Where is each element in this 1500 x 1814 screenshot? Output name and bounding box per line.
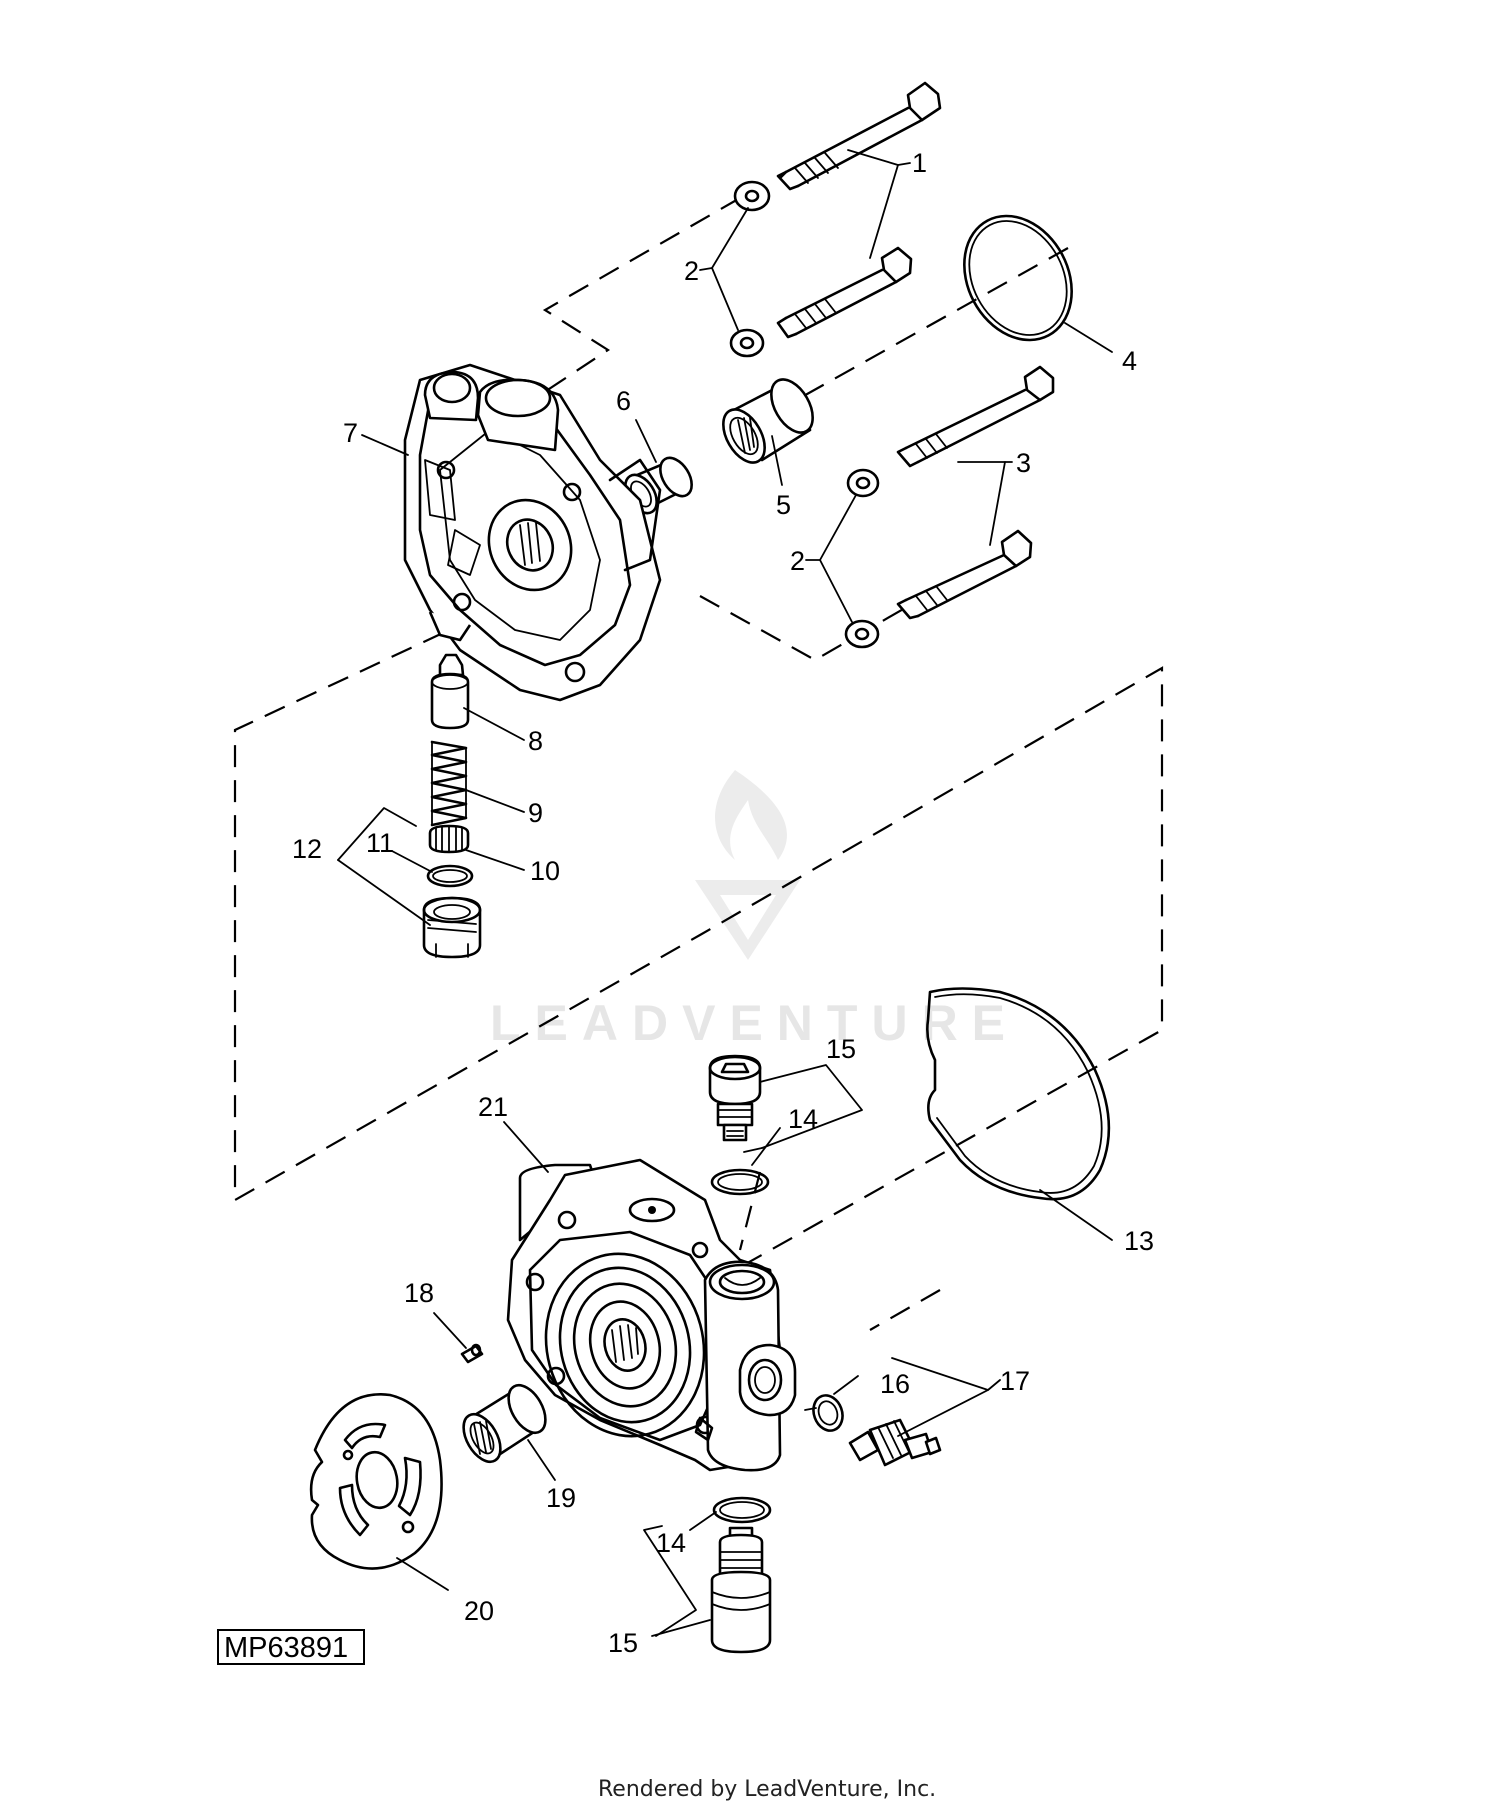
rendered-by-footer: Rendered by LeadVenture, Inc. (598, 1777, 936, 1802)
reference-code: MP63891 (224, 1632, 348, 1664)
leadventure-watermark: LEADVENTURE (490, 770, 1019, 1051)
leader-lines (337, 149, 1113, 1637)
part-20-thrust-plate (309, 1392, 443, 1570)
assembly-dashed-lines (233, 197, 1164, 1331)
callout-17: 17 (1000, 1366, 1030, 1396)
part-12-valve-plug (422, 896, 482, 959)
part-2-washers (729, 180, 880, 649)
callout-11: 11 (366, 828, 394, 858)
part-15-check-valve-lower (710, 1526, 772, 1654)
part-21-front-housing (506, 1158, 797, 1472)
part-7-rear-housing (403, 363, 662, 702)
bolt-mid-upper (896, 365, 1055, 468)
part-6-seal (624, 456, 693, 515)
part-4-o-ring (963, 214, 1073, 342)
part-9-spring (430, 740, 468, 827)
part-14-o-ring-lower (712, 1496, 772, 1524)
callout-2-upper: 2 (684, 256, 699, 286)
part-16-o-ring (812, 1394, 844, 1432)
callout-3: 3 (1016, 448, 1031, 478)
part-1-bolts (776, 81, 942, 339)
part-3-bolts (896, 365, 1055, 620)
callout-1: 1 (912, 148, 927, 178)
callout-2-lower: 2 (790, 546, 805, 576)
part-14-o-ring-upper (710, 1168, 770, 1196)
callout-9: 9 (528, 798, 543, 828)
callout-21: 21 (478, 1092, 508, 1122)
part-10-spring-seat (428, 824, 470, 854)
callout-19: 19 (546, 1483, 576, 1513)
part-15-check-valve-upper (708, 1054, 762, 1142)
callout-14-upper: 14 (788, 1104, 818, 1134)
callout-13: 13 (1124, 1226, 1154, 1256)
callout-4: 4 (1122, 346, 1137, 376)
callout-10: 10 (530, 856, 560, 886)
callout-7: 7 (343, 418, 358, 448)
bolt-mid-lower (896, 529, 1033, 620)
callout-16: 16 (880, 1369, 910, 1399)
part-11-o-ring-small (426, 864, 474, 888)
callout-5: 5 (776, 490, 791, 520)
callout-12: 12 (292, 834, 322, 864)
callout-18: 18 (404, 1278, 434, 1308)
callout-14-lower: 14 (656, 1528, 686, 1558)
bolt-lower (776, 246, 913, 339)
callout-20: 20 (464, 1596, 494, 1626)
callout-8: 8 (528, 726, 543, 756)
part-19-needle-bearing (462, 1383, 547, 1464)
part-13-gasket (926, 987, 1111, 1201)
part-18-pin (460, 1343, 484, 1364)
callout-6: 6 (616, 386, 631, 416)
callout-15-lower: 15 (608, 1628, 638, 1658)
watermark-text: LEADVENTURE (490, 995, 1019, 1051)
callout-labels: 1 2 3 4 5 6 7 2 8 9 10 11 12 13 15 14 21… (292, 148, 1154, 1658)
reference-code-box: MP63891 (217, 1629, 365, 1665)
part-8-valve-poppet (430, 653, 470, 730)
part-17-fitting (848, 1418, 942, 1467)
part-5-needle-bearing (722, 378, 814, 464)
callout-15-upper: 15 (826, 1034, 856, 1064)
